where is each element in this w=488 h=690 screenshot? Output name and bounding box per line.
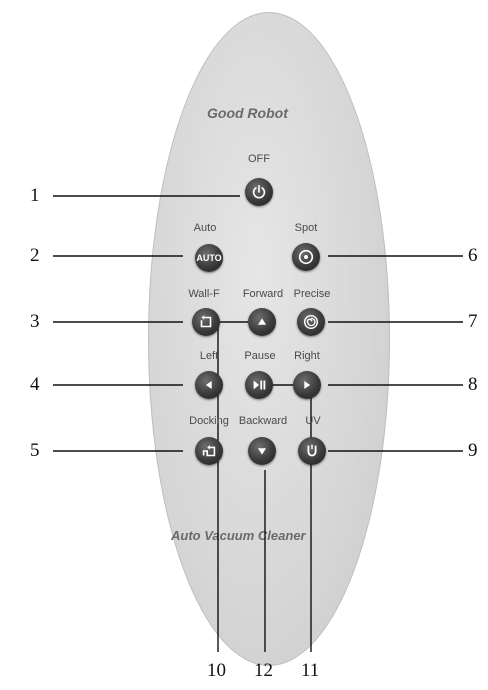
label-spot: Spot	[294, 222, 318, 234]
label-auto: Auto	[193, 222, 217, 234]
arrow-down-icon	[257, 448, 267, 455]
label-backward: Backward	[238, 415, 288, 427]
spiral-icon	[303, 314, 319, 330]
uv-button[interactable]	[298, 437, 326, 465]
arrow-up-icon	[257, 318, 267, 325]
wall-follow-icon	[200, 315, 212, 328]
wall-f-button[interactable]	[192, 308, 220, 336]
off-button[interactable]	[245, 178, 273, 206]
forward-button[interactable]	[248, 308, 276, 336]
callout-11: 11	[301, 660, 320, 681]
power-icon	[252, 184, 266, 199]
brand-top: Good Robot	[207, 105, 288, 121]
callout-1: 1	[30, 185, 40, 206]
label-right: Right	[294, 350, 320, 362]
spot-button[interactable]	[292, 243, 320, 271]
precise-button[interactable]	[297, 308, 325, 336]
docking-button[interactable]	[195, 437, 223, 465]
callout-10: 10	[207, 660, 226, 681]
label-off: OFF	[248, 153, 270, 165]
callout-2: 2	[30, 245, 40, 266]
callout-12: 12	[254, 660, 273, 681]
callout-4: 4	[30, 374, 40, 395]
spot-circle-icon	[298, 249, 314, 265]
play-pause-icon	[253, 380, 266, 390]
callout-8: 8	[468, 374, 478, 395]
label-wall-f: Wall-F	[188, 288, 220, 300]
label-pause: Pause	[244, 350, 276, 362]
backward-button[interactable]	[248, 437, 276, 465]
remote-body	[148, 12, 390, 666]
callout-9: 9	[468, 440, 478, 461]
label-forward: Forward	[242, 288, 284, 300]
right-button[interactable]	[293, 371, 321, 399]
callout-7: 7	[468, 311, 478, 332]
callout-line-10	[217, 321, 248, 652]
pause-button[interactable]	[245, 371, 273, 399]
left-button[interactable]	[195, 371, 223, 399]
auto-button[interactable]: AUTO	[195, 244, 223, 272]
label-left: Left	[199, 350, 219, 362]
callout-5: 5	[30, 440, 40, 461]
arrow-right-icon	[304, 380, 311, 390]
label-uv: UV	[305, 415, 321, 427]
callout-3: 3	[30, 311, 40, 332]
arrow-left-icon	[205, 380, 212, 390]
label-precise: Precise	[293, 288, 331, 300]
docking-icon	[202, 445, 216, 457]
auto-text-icon: AUTO	[196, 253, 222, 263]
brand-bottom: Auto Vacuum Cleaner	[171, 528, 306, 543]
label-docking: Docking	[189, 415, 229, 427]
uv-icon	[307, 444, 317, 457]
callout-6: 6	[468, 245, 478, 266]
